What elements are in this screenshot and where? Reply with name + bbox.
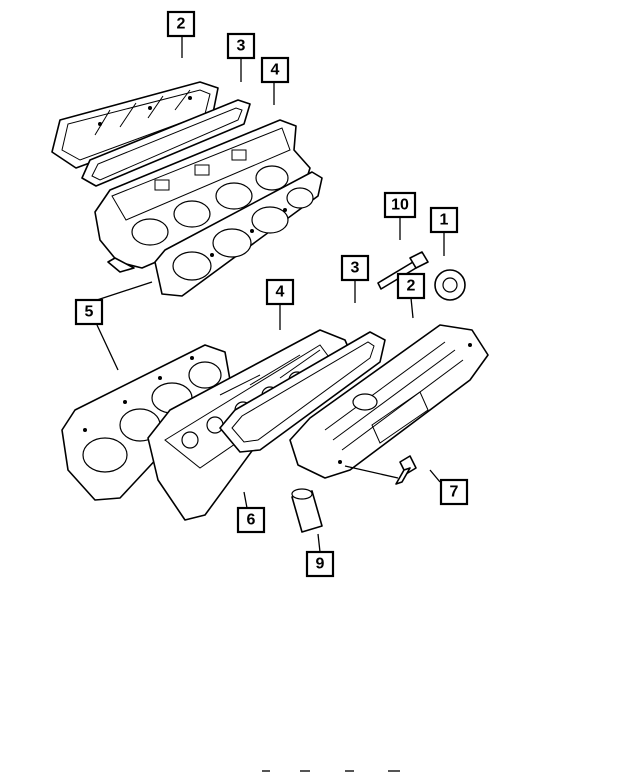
callout-3-mid: 3 bbox=[340, 254, 370, 282]
callout-9: 9 bbox=[305, 550, 335, 578]
leader-lines bbox=[96, 36, 445, 553]
callout-1: 1 bbox=[429, 206, 459, 234]
callout-3-top: 3 bbox=[226, 32, 256, 60]
callout-label: 4 bbox=[276, 284, 285, 301]
callout-5: 5 bbox=[74, 298, 104, 326]
spark-plug-tube-seal bbox=[434, 269, 466, 301]
callout-10: 10 bbox=[383, 191, 417, 219]
callout-label: 3 bbox=[237, 38, 246, 55]
lower-valve-cover bbox=[289, 324, 489, 479]
spark-plug-tube bbox=[291, 488, 323, 533]
callout-label: 9 bbox=[316, 556, 325, 573]
lower-valve-cover-gasket bbox=[219, 331, 386, 453]
lower-head-gasket bbox=[61, 344, 231, 501]
callout-7: 7 bbox=[439, 478, 469, 506]
callout-6: 6 bbox=[236, 506, 266, 534]
callout-label: 6 bbox=[247, 512, 256, 529]
callout-label: 2 bbox=[177, 16, 186, 33]
callout-label: 7 bbox=[450, 484, 459, 501]
callout-4-mid: 4 bbox=[265, 278, 295, 306]
upper-head-gasket bbox=[154, 171, 323, 297]
callout-2-mid: 2 bbox=[396, 272, 426, 300]
callout-label: 3 bbox=[351, 260, 360, 277]
callout-label: 4 bbox=[271, 62, 280, 79]
upper-valve-cover-gasket bbox=[81, 99, 251, 187]
callout-4-top: 4 bbox=[260, 56, 290, 84]
upper-valve-cover bbox=[51, 81, 219, 169]
callout-label: 2 bbox=[407, 278, 416, 295]
callout-label: 5 bbox=[85, 304, 94, 321]
valve-cover-stud bbox=[395, 455, 417, 485]
callout-2-top: 2 bbox=[166, 10, 196, 38]
callout-label: 10 bbox=[391, 197, 409, 214]
footer-marks bbox=[262, 770, 400, 772]
callout-label: 1 bbox=[440, 212, 449, 229]
upper-cylinder-head bbox=[94, 119, 311, 273]
